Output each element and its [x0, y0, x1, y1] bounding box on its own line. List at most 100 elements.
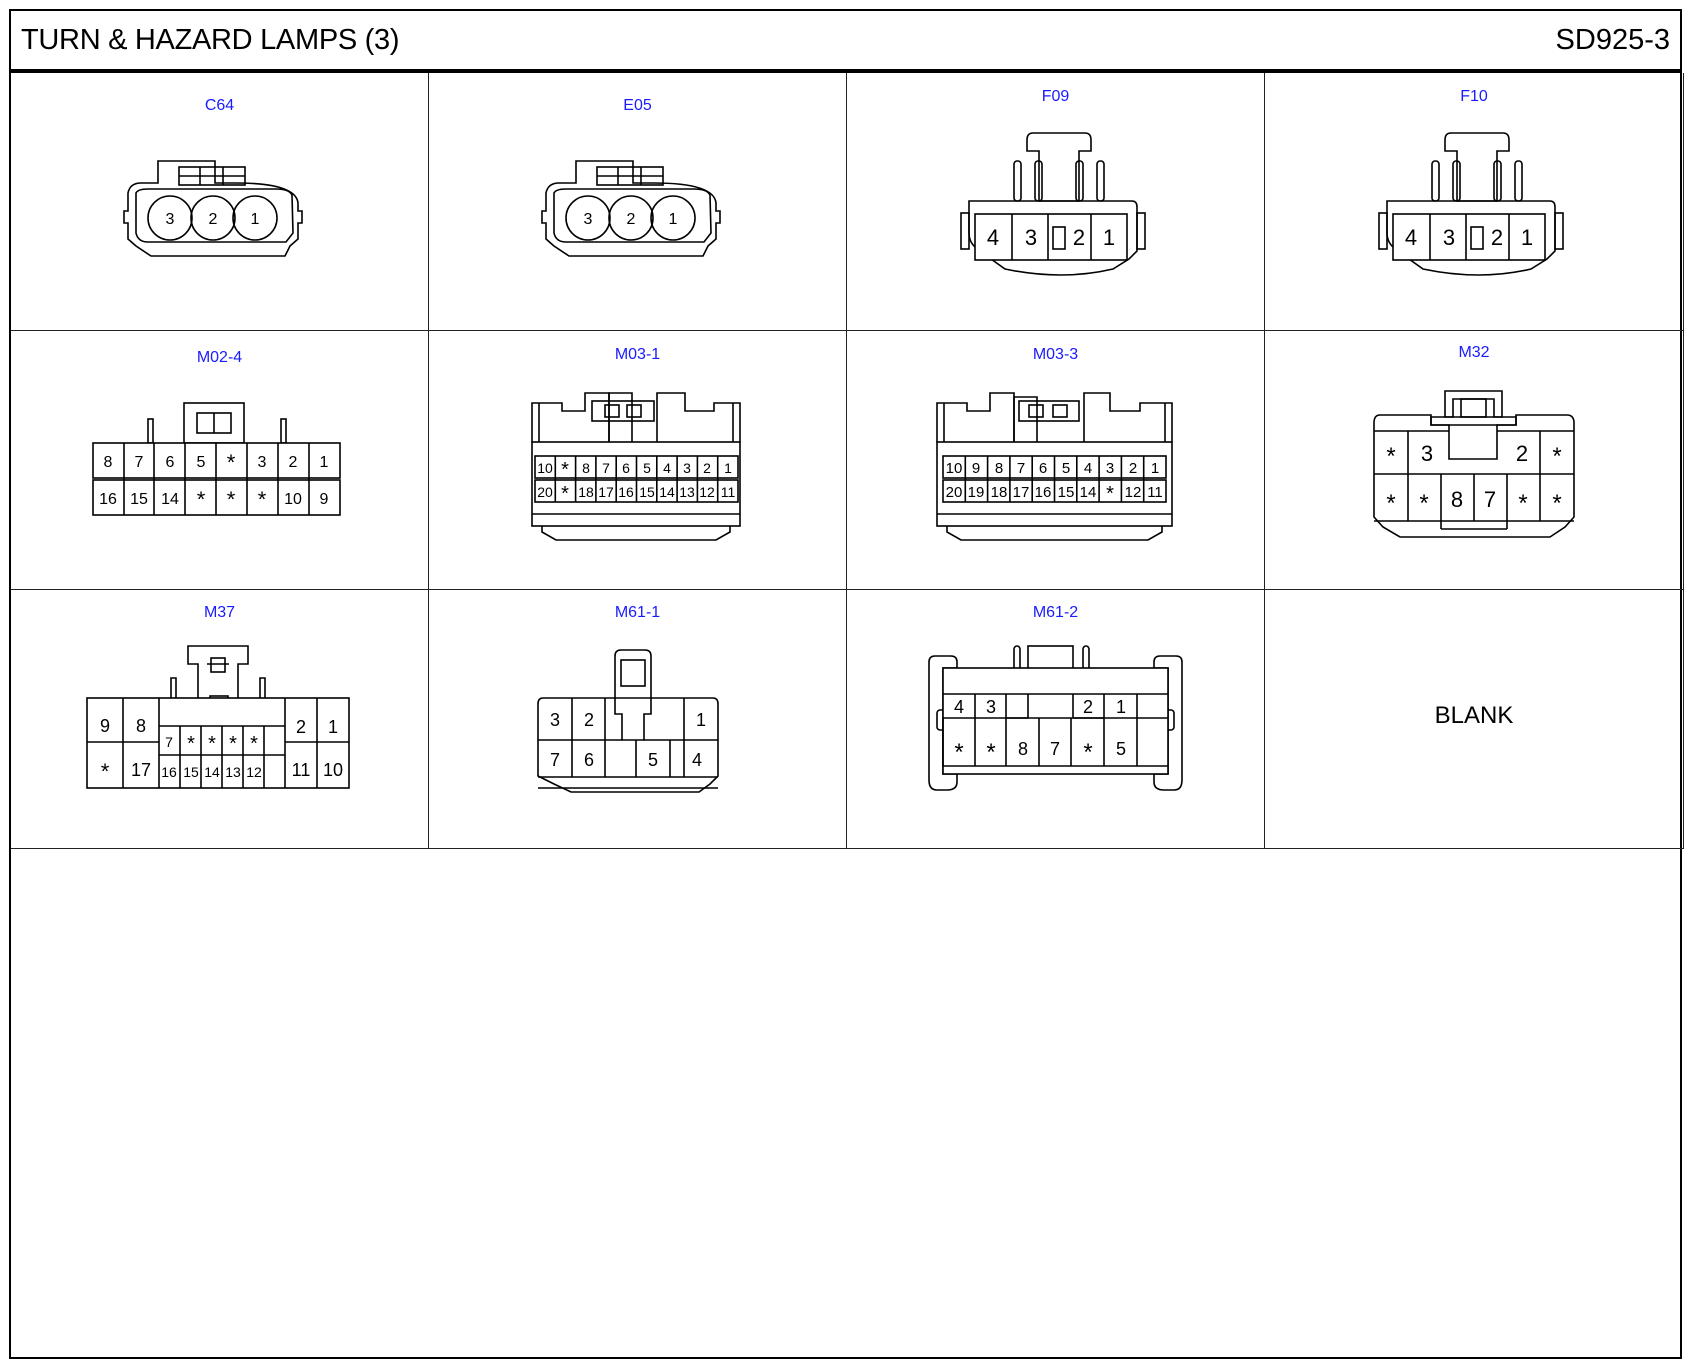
pin-label: 16 [99, 491, 117, 508]
pin-label: 3 [1421, 441, 1433, 466]
pin-label: 7 [135, 454, 144, 471]
pin-label: 1 [328, 717, 338, 737]
pin-label: 6 [166, 454, 175, 471]
connector-label: F10 [1460, 88, 1488, 105]
pin-label: 3 [683, 460, 691, 476]
pin-label: * [250, 733, 258, 755]
pin-labels: 8 7 6 5 * 3 2 1 16 15 14 * * * 10 9 [99, 450, 328, 512]
cell-c64: C64 3 2 1 [11, 73, 429, 331]
pin-label: 10 [946, 460, 963, 477]
connector-label: M03-1 [614, 346, 661, 363]
pin-label: 11 [721, 484, 736, 500]
pin-label: 1 [696, 710, 706, 730]
connector-m02-4: 8 7 6 5 * 3 2 1 16 15 14 * * * 10 9 [92, 402, 341, 516]
pin-label: 5 [1062, 460, 1070, 477]
pin-label: 5 [197, 454, 206, 471]
pin-label: 17 [598, 484, 614, 500]
pin-label: 12 [246, 764, 262, 780]
pin-label: 2 [1083, 697, 1093, 717]
cell-f10: F10 4 3 2 1 [1265, 73, 1684, 331]
pin-label: * [101, 759, 110, 784]
pin-label: 15 [1058, 484, 1075, 501]
pin-label: * [1386, 443, 1395, 470]
pin-label: 2 [289, 454, 298, 471]
blank-label: BLANK [1434, 702, 1514, 729]
pin-label: 14 [161, 491, 179, 508]
cell-m03-3: M03-3 10 9 8 7 6 [847, 331, 1265, 590]
pin-label: 10 [284, 491, 302, 508]
pin-label: 4 [692, 750, 702, 770]
cell-m03-1: M03-1 10 * 8 7 6 [429, 331, 847, 590]
pin-label: 16 [1035, 484, 1052, 501]
pin-labels: 4 3 2 1 [1405, 225, 1533, 250]
pin-label: 19 [968, 484, 985, 501]
connector-label: C64 [204, 97, 235, 114]
pin-label: 3 [1106, 460, 1114, 477]
pin-label: * [1518, 490, 1527, 517]
pin-label: 15 [639, 484, 655, 500]
pin-label: 3 [986, 697, 996, 717]
pin-label: 18 [578, 484, 594, 500]
connector-c64: 3 2 1 [123, 160, 303, 257]
pin-labels: 3 2 1 [584, 211, 678, 228]
pin-label: * [1106, 483, 1114, 505]
pin-label: 7 [602, 460, 610, 476]
pin-label: 10 [537, 460, 553, 476]
pin-label: * [258, 487, 267, 512]
pin-label: 7 [1050, 739, 1060, 759]
pin-label: 2 [627, 211, 636, 228]
pin-label: 1 [320, 454, 329, 471]
pin-label: 2 [1491, 225, 1503, 250]
connector-label: M03-3 [1032, 346, 1079, 363]
pin-label: 9 [320, 491, 329, 508]
pin-grid-lines [964, 456, 1145, 502]
pin-label: * [197, 487, 206, 512]
connector-label: M02-4 [196, 349, 243, 366]
connector-label: F09 [1041, 88, 1070, 105]
pin-label: 7 [550, 750, 560, 770]
pin-label: 13 [225, 764, 241, 780]
pin-label: * [227, 487, 236, 512]
pin-label: 10 [323, 760, 343, 780]
pin-label: 4 [663, 460, 671, 476]
pin-label: 11 [292, 760, 311, 780]
pin-label: 8 [582, 460, 590, 476]
connector-m37: 9 8 7 * * * * 2 1 * 17 16 15 14 13 12 11 [86, 645, 350, 789]
pin-labels: 10 * 8 7 6 5 4 3 2 1 20 * 18 17 16 15 14 [537, 459, 735, 505]
pin-labels: 3 2 1 7 6 5 4 [550, 710, 706, 770]
connector-label: M61-1 [614, 604, 661, 621]
pin-label: * [561, 483, 569, 505]
pin-labels: 3 2 1 [166, 211, 260, 228]
cell-m61-1: M61-1 3 2 1 7 6 5 4 [429, 590, 847, 849]
pin-label: 2 [1516, 441, 1528, 466]
pin-label: 14 [204, 764, 220, 780]
connector-m32: * 3 2 * * * 8 7 * * [1373, 390, 1575, 538]
pin-label: 3 [166, 211, 175, 228]
pin-label: 1 [1116, 697, 1126, 717]
pin-label: 14 [1080, 484, 1097, 501]
header-bar: TURN & HAZARD LAMPS (3) SD925-3 [11, 11, 1680, 73]
pin-label: 2 [584, 710, 594, 730]
connector-e05: 3 2 1 [541, 160, 721, 257]
pin-labels: 10 9 8 7 6 5 4 3 2 1 20 19 18 17 16 15 1 [946, 460, 1163, 505]
pin-label: 16 [161, 764, 177, 780]
pin-label: 3 [258, 454, 267, 471]
pin-label: 6 [584, 750, 594, 770]
cell-m37: M37 9 8 7 * [11, 590, 429, 849]
pin-label: * [986, 739, 995, 766]
pin-label: * [954, 739, 963, 766]
pin-label: 3 [550, 710, 560, 730]
pin-label: 2 [1073, 225, 1085, 250]
connector-m61-1: 3 2 1 7 6 5 4 [537, 649, 719, 793]
pin-label: 8 [136, 716, 146, 736]
pin-label: 3 [1443, 225, 1455, 250]
pin-grid-lines [554, 456, 719, 502]
connector-m03-3: 10 9 8 7 6 5 4 3 2 1 20 19 18 17 16 15 1 [936, 392, 1173, 541]
pin-label: 1 [724, 460, 732, 476]
pin-label: 9 [100, 716, 110, 736]
cell-blank: BLANK [1265, 590, 1684, 849]
pin-label: 7 [1017, 460, 1025, 477]
pin-label: * [1552, 490, 1561, 517]
connector-label: M61-2 [1032, 604, 1079, 621]
pin-labels: 9 8 7 * * * * 2 1 * 17 16 15 14 13 12 11 [100, 716, 343, 784]
